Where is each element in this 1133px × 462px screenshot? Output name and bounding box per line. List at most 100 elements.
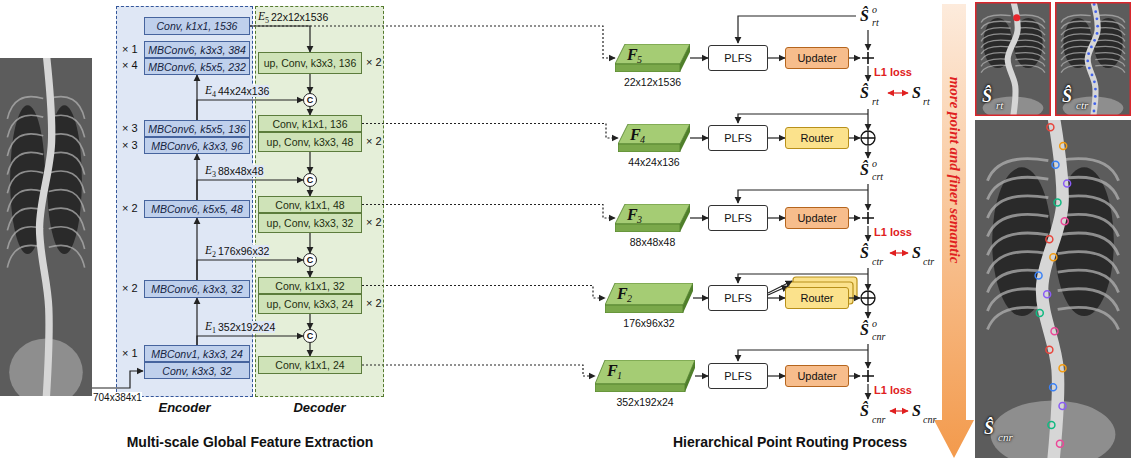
- concat-node: C: [303, 173, 317, 187]
- concat-symbol: C: [307, 331, 314, 341]
- slab-side: [680, 44, 690, 72]
- keypoint: [1090, 46, 1093, 49]
- skip-dims: 176x96x32: [218, 245, 269, 257]
- xray-spine: [40, 58, 52, 396]
- block-label: MBConv6, k5x5, 48: [151, 203, 243, 215]
- multiplier: × 3: [122, 122, 138, 134]
- keypoint: [1094, 88, 1097, 91]
- loss-arrow: [890, 410, 908, 411]
- skip-index: 1: [212, 326, 216, 335]
- keypoint: [1056, 440, 1063, 447]
- flow-connector: [250, 26, 310, 52]
- ground-truth-sub: cnr: [923, 414, 936, 425]
- block-label: PLFS: [724, 292, 752, 304]
- map-index: 3: [637, 214, 642, 225]
- flow-connector: [690, 57, 708, 58]
- flow-arrow: [849, 57, 860, 58]
- feature-map: F522x12x1536: [615, 44, 690, 72]
- skip-dims: 352x192x24: [218, 321, 275, 333]
- point-set-sup: o: [872, 318, 877, 329]
- feature-tap: [362, 286, 605, 299]
- point-set-sup: o: [872, 4, 877, 15]
- keypoint: [1096, 32, 1099, 35]
- oplus-symbol: [861, 291, 875, 305]
- keypoint: [1093, 80, 1096, 83]
- keypoint: [1096, 25, 1099, 28]
- skip-name: E: [205, 164, 212, 176]
- keypoint: [1096, 17, 1099, 20]
- loss-label: L1 loss: [874, 66, 912, 78]
- thumbnail-symbol: Ŝ: [984, 418, 994, 439]
- encoder-block: MBConv1, k3x3, 24: [144, 345, 250, 362]
- ground-truth-sub: ctr: [923, 256, 934, 267]
- thumbnail-sub: rt: [996, 99, 1003, 111]
- skip-index: 5: [265, 16, 269, 25]
- thumbnail-frame: [976, 3, 1051, 116]
- flow-connector: [768, 57, 785, 58]
- updater-box: Updater: [785, 365, 849, 387]
- flow-connector: [768, 217, 785, 218]
- point-set-sub: crt: [872, 171, 883, 182]
- flow-connector: [309, 74, 310, 93]
- keypoint: [1060, 143, 1067, 150]
- flow-arrow: [867, 30, 868, 50]
- keypoint: [1036, 310, 1043, 317]
- slab-side: [685, 360, 695, 392]
- flow-arrow: [849, 217, 860, 218]
- keypoint: [1094, 95, 1097, 98]
- encoder-block: MBConv6, k5x5, 136: [144, 120, 250, 137]
- flow-arrow: [867, 146, 868, 158]
- multiplier: × 4: [122, 59, 138, 71]
- skip-dims: 88x48x48: [218, 165, 264, 177]
- block-label: MBConv6, k5x5, 136: [148, 123, 245, 135]
- flow-arrow: [849, 137, 860, 138]
- section-caption: Multi-scale Global Feature Extraction: [127, 434, 374, 450]
- block-label: Conv, k1x1, 48: [275, 199, 344, 211]
- flow-connector: [690, 137, 708, 138]
- multiplier: × 2: [122, 282, 138, 294]
- feature-tap: [362, 205, 615, 219]
- encoder-block: MBConv6, k3x3, 384: [144, 41, 250, 58]
- skip-name: E: [258, 10, 265, 22]
- xray-image: [1055, 2, 1131, 116]
- encoder-block: MBConv6, k3x3, 32: [144, 280, 250, 298]
- xray-image: [975, 120, 1131, 458]
- group-fill: [255, 6, 384, 397]
- block-label: Updater: [797, 212, 836, 224]
- keypoint: [1050, 384, 1057, 391]
- flow-connector: [768, 137, 785, 138]
- add-symbol: [862, 212, 874, 224]
- decoder-block: Conv, k1x1, 136: [258, 115, 362, 132]
- multiplier: × 2: [366, 297, 382, 309]
- block-label: PLFS: [724, 212, 752, 224]
- keypoint: [1051, 328, 1058, 335]
- thumbnail-sub: ctr: [1076, 99, 1088, 111]
- feature-map-slab: [615, 44, 690, 72]
- ground-truth-sub: rt: [923, 96, 930, 107]
- skip-index: 4: [212, 90, 216, 99]
- flow-arrow: [738, 190, 868, 203]
- flow-connector: [309, 187, 310, 196]
- loss-label: L1 loss: [874, 226, 912, 238]
- block-label: MBConv1, k3x3, 24: [151, 348, 243, 360]
- map-dims: 88x48x48: [630, 236, 676, 248]
- map-dims: 176x96x32: [623, 317, 674, 329]
- feature-map: F444x24x136: [618, 124, 690, 152]
- keypoint: [1093, 110, 1096, 113]
- flow-arrow: [867, 344, 868, 368]
- flow-arrow: [867, 109, 868, 130]
- loss-label: L1 loss: [874, 384, 912, 396]
- concat-symbol: C: [307, 95, 314, 105]
- multiplier: × 2: [366, 216, 382, 228]
- block-label: up, Conv, k3x3, 48: [267, 136, 354, 148]
- block-label: MBConv6, k3x3, 96: [151, 140, 243, 152]
- feature-map: F2176x96x32: [605, 283, 693, 313]
- keypoint: [1087, 52, 1090, 55]
- add-symbol: [862, 52, 874, 64]
- arrow-annotation: more point and finer semantic: [946, 77, 963, 264]
- flow-connector: [309, 314, 310, 329]
- keypoint: [1091, 74, 1094, 77]
- map-dims: 44x24x136: [628, 156, 679, 168]
- input-arrow: [92, 371, 143, 388]
